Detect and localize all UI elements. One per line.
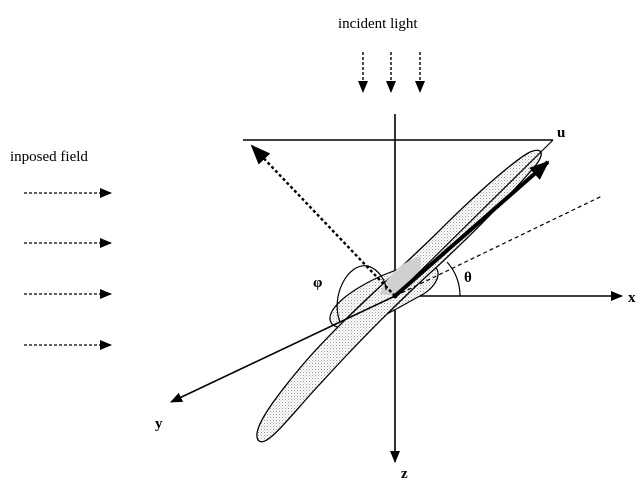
projection-dotted-arrow xyxy=(250,144,396,297)
phi-label: φ xyxy=(313,275,322,291)
incident-light-arrows xyxy=(358,52,425,93)
molecule-ellipsoid xyxy=(256,149,542,443)
z-axis-label: z xyxy=(401,466,408,478)
u-axis-line xyxy=(394,139,554,297)
x-axis-label: x xyxy=(628,290,636,306)
director-u-arrow xyxy=(393,160,550,298)
theta-angle-arc xyxy=(446,261,461,297)
molecule-core xyxy=(380,256,421,296)
y-axis xyxy=(170,295,396,403)
incident-light-label: incident light xyxy=(338,16,418,32)
imposed-field-label: inposed field xyxy=(10,149,88,165)
theta-label: θ xyxy=(464,270,472,286)
imposed-field-arrows xyxy=(24,188,112,350)
y-axis-label: y xyxy=(155,416,163,432)
phi-angle-arc xyxy=(336,265,387,323)
u-axis-label: u xyxy=(557,125,565,141)
origin-point xyxy=(392,293,398,299)
dashed-reference-line xyxy=(394,195,603,297)
